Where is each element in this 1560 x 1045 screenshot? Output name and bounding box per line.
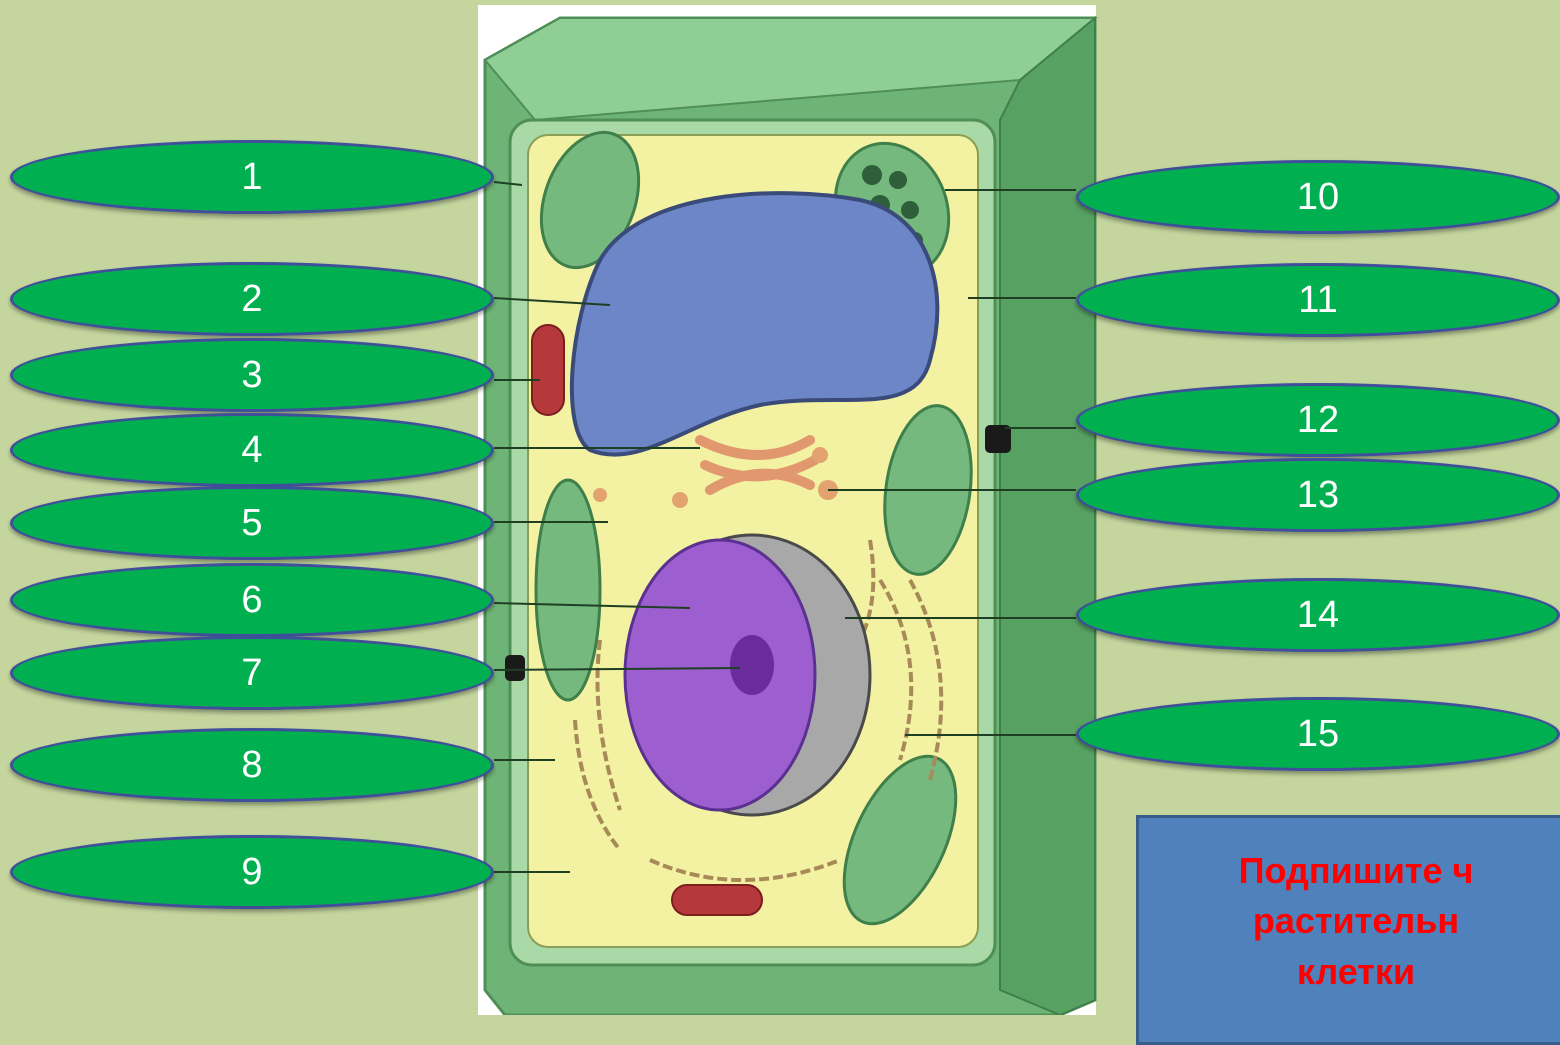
label-number: 8 bbox=[241, 744, 262, 787]
task-line-3: клетки bbox=[1139, 947, 1560, 997]
label-oval-12[interactable]: 12 bbox=[1076, 383, 1560, 457]
label-number: 4 bbox=[241, 429, 262, 472]
label-oval-11[interactable]: 11 bbox=[1076, 263, 1560, 337]
label-number: 11 bbox=[1298, 279, 1337, 322]
label-oval-15[interactable]: 15 bbox=[1076, 697, 1560, 771]
label-number: 2 bbox=[241, 278, 262, 321]
label-number: 7 bbox=[241, 652, 262, 695]
label-oval-4[interactable]: 4 bbox=[10, 413, 494, 487]
label-number: 1 bbox=[241, 156, 262, 199]
label-number: 9 bbox=[241, 851, 262, 894]
label-number: 10 bbox=[1297, 176, 1339, 219]
label-number: 3 bbox=[241, 354, 262, 397]
task-line-2: растительн bbox=[1139, 896, 1560, 946]
label-oval-13[interactable]: 13 bbox=[1076, 458, 1560, 532]
label-oval-5[interactable]: 5 bbox=[10, 486, 494, 560]
label-oval-7[interactable]: 7 bbox=[10, 636, 494, 710]
label-oval-3[interactable]: 3 bbox=[10, 338, 494, 412]
label-number: 12 bbox=[1297, 399, 1339, 442]
label-number: 5 bbox=[241, 502, 262, 545]
label-number: 15 bbox=[1297, 713, 1339, 756]
nucleolus bbox=[730, 635, 774, 695]
label-oval-1[interactable]: 1 bbox=[10, 140, 494, 214]
label-number: 13 bbox=[1297, 474, 1339, 517]
label-oval-14[interactable]: 14 bbox=[1076, 578, 1560, 652]
label-oval-8[interactable]: 8 bbox=[10, 728, 494, 802]
label-number: 14 bbox=[1297, 594, 1339, 637]
diagram-stage: 1 2 3 4 5 6 7 8 9 10 11 12 13 14 15 Подп… bbox=[0, 0, 1560, 1015]
label-oval-9[interactable]: 9 bbox=[10, 835, 494, 909]
task-line-1: Подпишите ч bbox=[1139, 846, 1560, 896]
label-oval-6[interactable]: 6 bbox=[10, 563, 494, 637]
label-oval-10[interactable]: 10 bbox=[1076, 160, 1560, 234]
label-oval-2[interactable]: 2 bbox=[10, 262, 494, 336]
task-instruction-box: Подпишите ч растительн клетки bbox=[1136, 815, 1560, 1045]
nucleus bbox=[625, 535, 870, 815]
label-number: 6 bbox=[241, 579, 262, 622]
